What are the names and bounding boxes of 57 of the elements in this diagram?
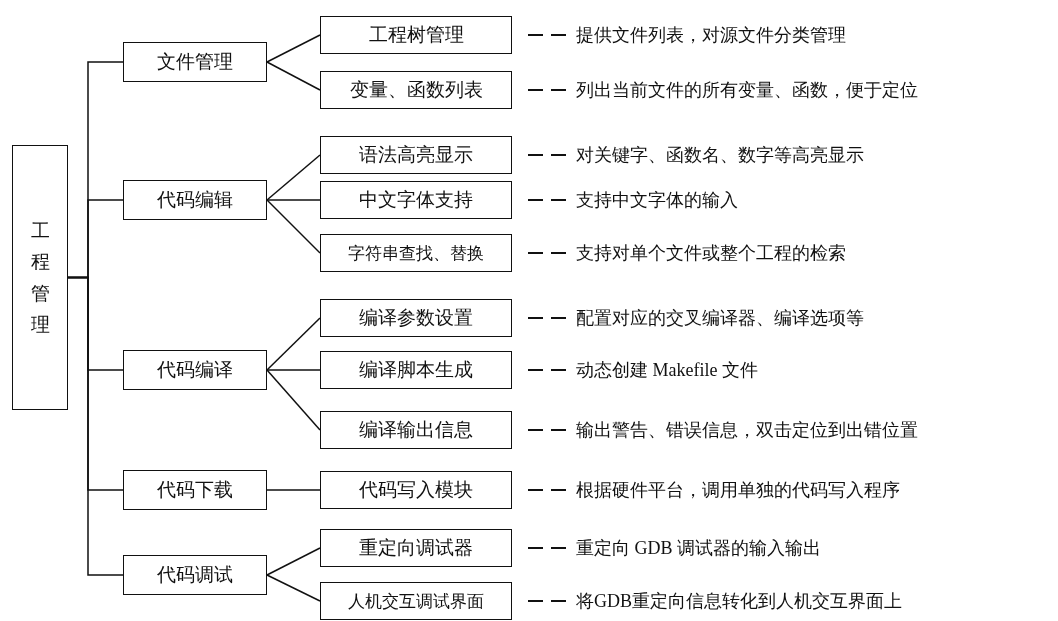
category-box [123,555,267,595]
module-box [320,16,512,54]
node-label: 工程树管理 [368,23,464,47]
category-box [123,470,267,510]
node-label: 编译输出信息 [359,418,473,442]
connector-line [266,199,321,201]
node-label: 代码编译 [157,358,233,382]
description-text: 重定向 GDB 调试器的输入输出 [576,537,821,560]
module-box [320,181,512,219]
root-box [12,145,68,410]
description-text: 动态创建 Makefile 文件 [576,359,758,382]
category-box [123,350,267,390]
node-label: 字符串查找、替换 [348,242,484,265]
connector-line [266,317,321,371]
node-label: 重定向调试器 [359,536,473,560]
module-box [320,582,512,620]
node-label: 中文字体支持 [359,188,473,212]
root-label: 工程管理 [30,218,50,337]
module-box [320,299,512,337]
node-label: 代码编辑 [157,188,233,212]
connector-line [67,276,124,576]
description-text: 根据硬件平台，调用单独的代码写入程序 [576,479,900,502]
connector-line [266,34,321,63]
description-text: 将GDB重定向信息转化到人机交互界面上 [576,590,902,613]
node-label: 编译参数设置 [359,306,473,330]
module-box [320,411,512,449]
description-text: 提供文件列表，对源文件分类管理 [576,24,846,47]
connector-line [266,61,321,91]
module-box [320,529,512,567]
node-label: 代码调试 [157,563,233,587]
node-label: 变量、函数列表 [349,78,483,102]
description-text: 配置对应的交叉编译器、编译选项等 [576,307,864,330]
connector-line [266,154,321,201]
module-box [320,234,512,272]
module-box [320,471,512,509]
connector-line [266,574,321,602]
category-box [123,180,267,220]
node-label: 编译脚本生成 [359,358,473,382]
connector-line [266,369,321,371]
description-text: 输出警告、错误信息，双击定位到出错位置 [576,419,918,442]
description-text: 列出当前文件的所有变量、函数，便于定位 [576,79,918,102]
module-box [320,351,512,389]
description-text: 支持对单个文件或整个工程的检索 [576,242,846,265]
node-label: 代码下载 [157,478,233,502]
connector-line [266,199,321,254]
module-box [320,136,512,174]
module-box [320,71,512,109]
connector-line [266,547,321,576]
node-label: 语法高亮显示 [359,143,473,167]
connector-line [266,369,321,431]
node-label: 文件管理 [157,50,233,74]
connector-line [266,489,321,491]
description-text: 支持中文字体的输入 [576,189,738,212]
description-text: 对关键字、函数名、数字等高亮显示 [576,144,864,167]
node-label: 人机交互调试界面 [348,590,484,613]
node-label: 代码写入模块 [359,478,473,502]
category-box [123,42,267,82]
